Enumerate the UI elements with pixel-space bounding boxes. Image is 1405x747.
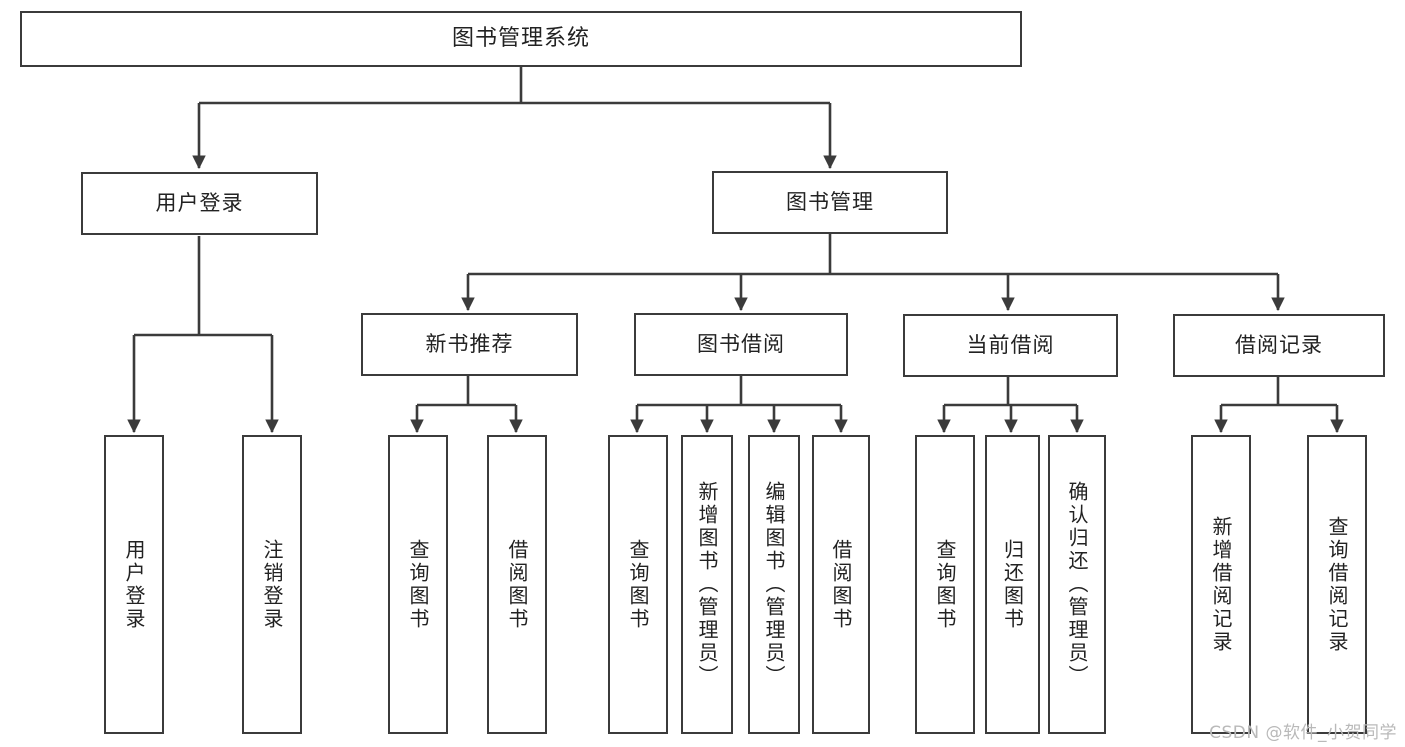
node-label: 借阅记录 [1235,333,1323,358]
node-leaf-query-book-new[interactable]: 查询图书 [388,435,448,734]
node-label: 查询图书 [626,538,650,631]
node-label: 新增借阅记录 [1209,515,1233,654]
node-label: 查询图书 [933,538,957,631]
node-label: 新书推荐 [425,332,514,357]
node-leaf-return-book[interactable]: 归还图书 [985,435,1040,734]
node-current-borrow[interactable]: 当前借阅 [903,314,1118,377]
node-book-management[interactable]: 图书管理 [712,171,948,234]
node-label: 注销登录 [260,538,284,631]
node-label: 编辑图书（管理员） [762,481,786,688]
node-user-login[interactable]: 用户登录 [81,172,318,235]
node-root-book-management-system[interactable]: 图书管理系统 [20,11,1022,67]
node-label: 借阅图书 [829,538,853,631]
node-label: 确认归还（管理员） [1065,481,1089,688]
node-book-borrow[interactable]: 图书借阅 [634,313,848,376]
node-leaf-query-borrow-record[interactable]: 查询借阅记录 [1307,435,1367,734]
node-leaf-query-book-current[interactable]: 查询图书 [915,435,975,734]
node-leaf-edit-book-admin[interactable]: 编辑图书（管理员） [748,435,800,734]
node-leaf-logout[interactable]: 注销登录 [242,435,302,734]
node-leaf-borrow-book[interactable]: 借阅图书 [812,435,870,734]
node-label: 查询借阅记录 [1325,515,1349,654]
node-leaf-add-borrow-record[interactable]: 新增借阅记录 [1191,435,1251,734]
node-label: 查询图书 [406,538,430,631]
node-leaf-confirm-return-admin[interactable]: 确认归还（管理员） [1048,435,1106,734]
node-label: 借阅图书 [505,538,529,631]
node-label: 新增图书（管理员） [695,481,719,688]
node-leaf-user-login[interactable]: 用户登录 [104,435,164,734]
node-label: 图书管理系统 [451,26,590,52]
node-label: 用户登录 [122,538,146,631]
csdn-watermark: CSDN @软件_小贺同学 [1209,723,1397,743]
node-label: 图书管理 [786,190,874,215]
node-leaf-query-book-borrow[interactable]: 查询图书 [608,435,668,734]
node-leaf-add-book-admin[interactable]: 新增图书（管理员） [681,435,733,734]
node-label: 用户登录 [155,191,244,216]
node-new-book-recommend[interactable]: 新书推荐 [361,313,578,376]
node-borrow-record[interactable]: 借阅记录 [1173,314,1385,377]
node-leaf-borrow-book-new[interactable]: 借阅图书 [487,435,547,734]
node-label: 归还图书 [1000,538,1025,631]
node-label: 图书借阅 [697,332,785,357]
node-label: 当前借阅 [966,333,1055,358]
